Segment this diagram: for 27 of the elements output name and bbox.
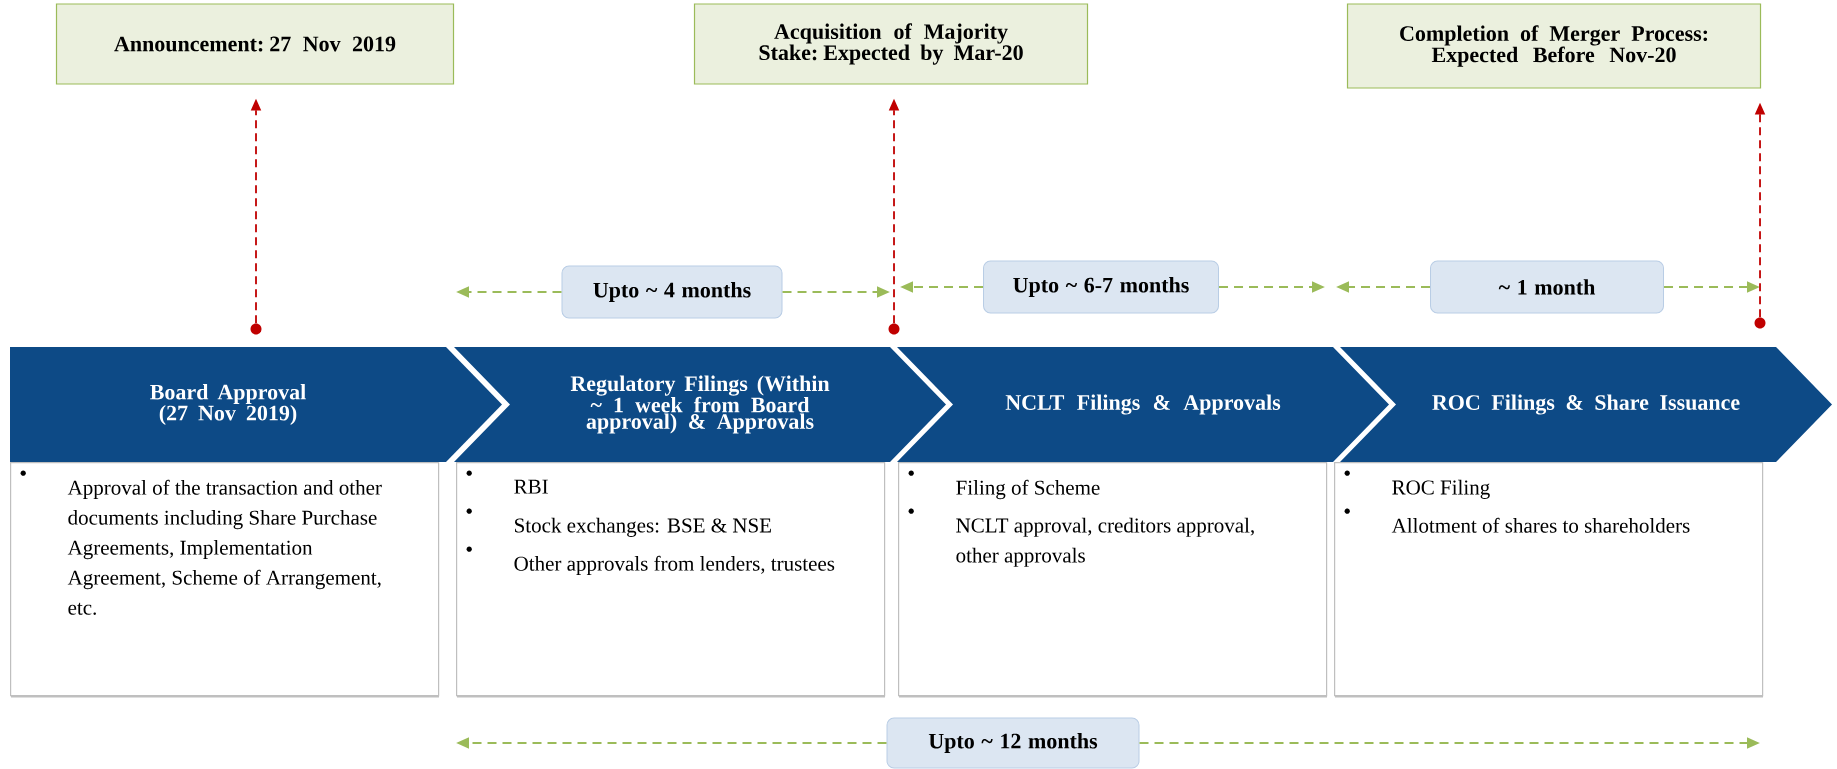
milestone-box: Completion of Merger Process: Expected Before Nov-20 <box>1346 3 1762 89</box>
duration-pill: Upto ~ 4 months <box>561 265 783 319</box>
text-card <box>898 462 1328 698</box>
chevron-step: NCLT Filings & Approvals <box>897 347 1389 462</box>
duration-pill: Upto ~ 12 months <box>886 717 1140 769</box>
bullet-item: Allotment of shares to shareholders <box>1391 517 1690 533</box>
text-card <box>10 462 440 698</box>
chevron-step: Regulatory Filings (Within ~ 1 week from Board approval) & Approvals <box>454 347 946 462</box>
node-label: NCLT Filings & Approvals <box>1005 394 1281 415</box>
bullet-item: Approval of the transaction and other documents including Share Purchase Agreements, Implementation Agreement, Scheme of Arrangement, etc. <box>67 479 382 615</box>
duration-pill: ~ 1 month <box>1430 260 1664 314</box>
duration-pill: Upto ~ 6-7 months <box>983 260 1219 314</box>
chevron-step: Board Approval (27 Nov 2019) <box>10 347 502 462</box>
node-label: Regulatory Filings (Within ~ 1 week from Board approval) & Approvals <box>570 375 830 434</box>
bullet-item: Stock exchanges: BSE & NSE <box>515 517 771 537</box>
text-card <box>456 462 886 698</box>
node-label: ROC Filings & Share Issuance <box>1432 394 1740 415</box>
milestone-box: Announcement: 27 Nov 2019 <box>55 3 455 85</box>
bullet-item: RBI <box>514 479 548 494</box>
milestone-box: Acquisition of Majority Stake: Expected by Mar-20 <box>693 3 1089 85</box>
bullet-item: NCLT approval, creditors approval, other approvals <box>956 517 1254 567</box>
chevron-step: ROC Filings & Share Issuance <box>1340 347 1832 462</box>
bullet-item: Other approvals from lenders, trustees <box>514 555 835 576</box>
node-label: Board Approval (27 Nov 2019) <box>150 384 306 425</box>
text-card <box>1334 462 1764 698</box>
bullet-item: ROC Filing <box>1392 479 1490 499</box>
bullet-item: Filing of Scheme <box>956 479 1100 500</box>
